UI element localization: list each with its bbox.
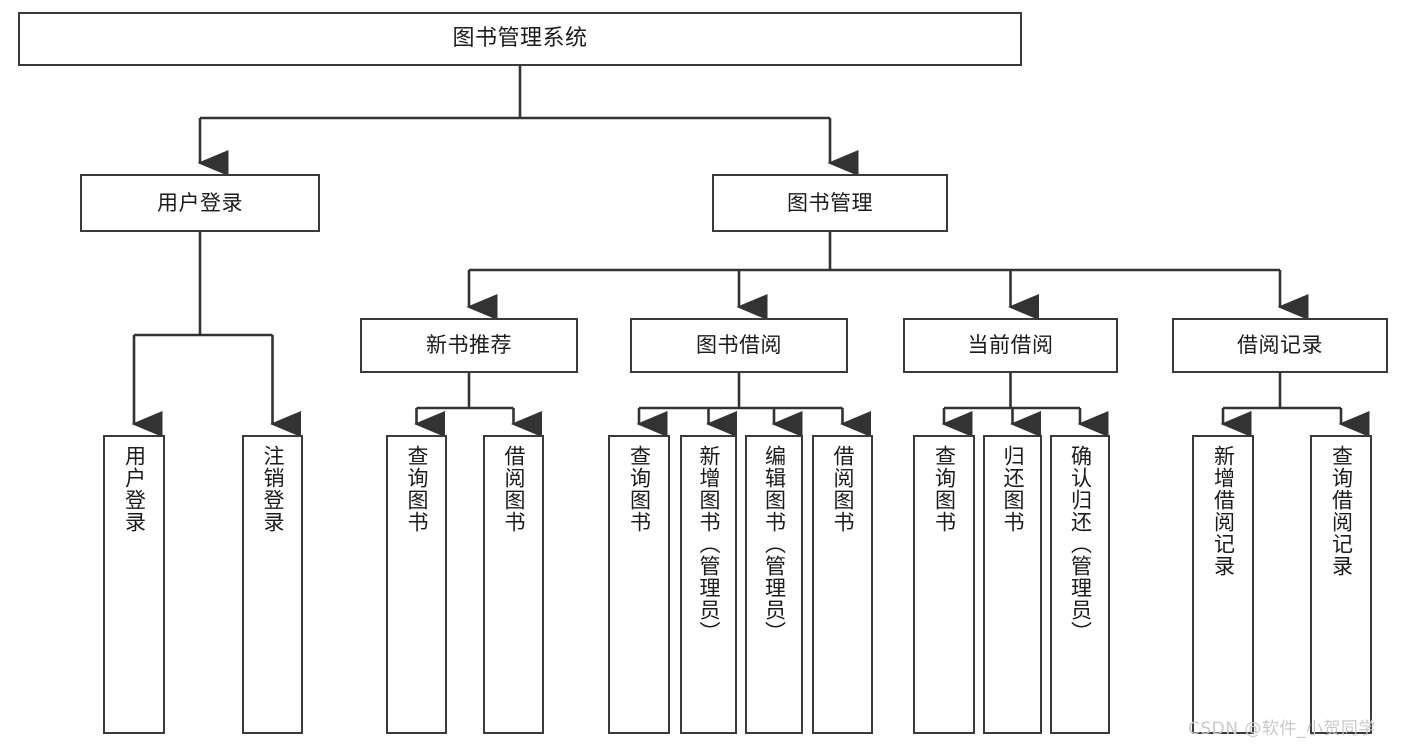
level1-label: 图书管理 (787, 190, 873, 215)
leaf-label: 确认归还（管理员） (1068, 445, 1093, 643)
leaf-label: 查询图书 (404, 445, 429, 533)
leaf-label: 用户登录 (122, 445, 147, 533)
leaf-label: 归还图书 (1000, 445, 1025, 533)
csdn-watermark: CSDN @软件_小贺同学 (1188, 719, 1376, 739)
leaf-box[interactable]: 新增图书（管理员） (680, 435, 737, 734)
root-box[interactable]: 图书管理系统 (18, 12, 1022, 66)
level2-box[interactable]: 图书借阅 (630, 318, 848, 373)
level2-label: 新书推荐 (426, 333, 512, 358)
level2-box[interactable]: 当前借阅 (903, 318, 1118, 373)
level2-box[interactable]: 新书推荐 (360, 318, 578, 373)
level2-label: 借阅记录 (1237, 333, 1323, 358)
leaf-box[interactable]: 确认归还（管理员） (1050, 435, 1110, 734)
leaf-box[interactable]: 用户登录 (103, 435, 165, 734)
level2-label: 图书借阅 (696, 333, 782, 358)
level2-box[interactable]: 借阅记录 (1172, 318, 1388, 373)
leaf-label: 查询图书 (627, 445, 652, 533)
leaf-box[interactable]: 编辑图书（管理员） (745, 435, 803, 734)
leaf-box[interactable]: 借阅图书 (483, 435, 544, 734)
leaf-box[interactable]: 新增借阅记录 (1192, 435, 1254, 734)
leaf-box[interactable]: 归还图书 (983, 435, 1042, 734)
leaf-label: 查询图书 (932, 445, 957, 533)
leaf-box[interactable]: 查询借阅记录 (1310, 435, 1372, 734)
leaf-label: 新增借阅记录 (1211, 445, 1236, 577)
leaf-box[interactable]: 查询图书 (913, 435, 975, 734)
leaf-box[interactable]: 查询图书 (608, 435, 670, 734)
leaf-box[interactable]: 借阅图书 (812, 435, 873, 734)
level1-label: 用户登录 (157, 190, 243, 215)
leaf-label: 借阅图书 (501, 445, 526, 533)
leaf-box[interactable]: 查询图书 (386, 435, 447, 734)
root-label: 图书管理系统 (452, 26, 588, 52)
leaf-label: 编辑图书（管理员） (762, 445, 787, 643)
level2-label: 当前借阅 (967, 333, 1054, 358)
leaf-label: 借阅图书 (830, 445, 855, 533)
level1-box[interactable]: 图书管理 (712, 174, 948, 232)
leaf-label: 新增图书（管理员） (696, 445, 721, 643)
level1-box[interactable]: 用户登录 (80, 174, 320, 232)
leaf-box[interactable]: 注销登录 (242, 435, 303, 734)
leaf-label: 查询借阅记录 (1329, 445, 1354, 577)
leaf-label: 注销登录 (260, 445, 285, 533)
